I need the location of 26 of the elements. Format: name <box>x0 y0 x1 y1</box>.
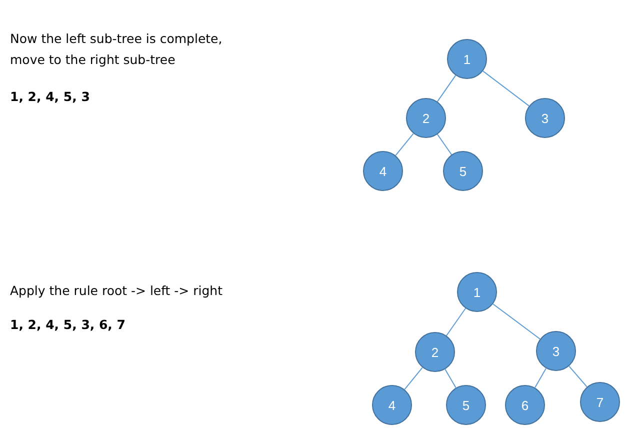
tree-node: 6 <box>505 385 545 425</box>
connector-line <box>568 366 588 388</box>
tree-node: 2 <box>406 98 446 138</box>
tree-node: 4 <box>363 151 403 191</box>
tree-node: 5 <box>443 151 483 191</box>
connector-line <box>446 308 466 336</box>
tree-node: 4 <box>372 385 412 425</box>
connector-line <box>444 368 456 388</box>
instruction-text: Now the left sub-tree is complete, move to the right sub-tree <box>10 30 224 69</box>
instruction-text: Apply the rule root -> left -> right <box>10 282 224 300</box>
traversal-sequence: 1, 2, 4, 5, 3 <box>10 88 91 106</box>
tree-node: 1 <box>457 272 497 312</box>
connector-line <box>482 70 530 106</box>
connector-line <box>534 368 547 388</box>
connector-line <box>395 133 414 156</box>
connector-line <box>436 74 456 102</box>
connector-line <box>492 303 540 340</box>
tree-node: 5 <box>446 385 486 425</box>
traversal-sequence: 1, 2, 4, 5, 3, 6, 7 <box>10 316 126 334</box>
tree-node: 3 <box>536 331 576 371</box>
connector-line <box>436 134 452 156</box>
tree-node: 3 <box>525 98 565 138</box>
connector-line <box>404 367 423 390</box>
tree-node: 7 <box>580 382 620 422</box>
tree-node: 2 <box>415 332 455 372</box>
tree-node: 1 <box>447 39 487 79</box>
